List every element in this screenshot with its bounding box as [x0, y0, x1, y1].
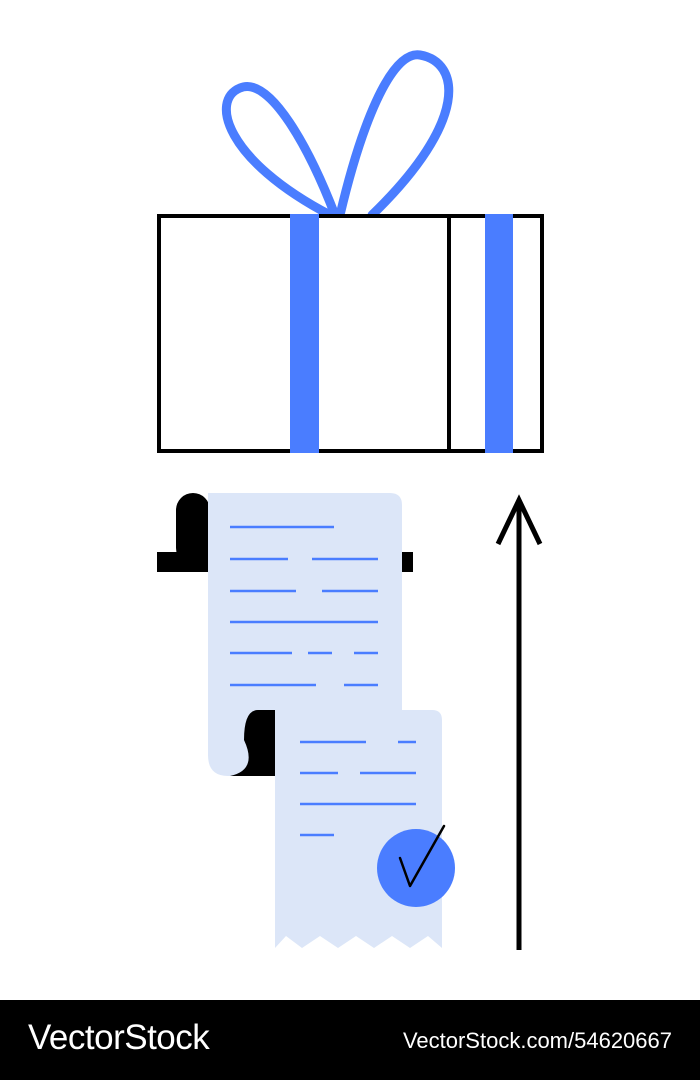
receipt-upper-lines: [230, 525, 378, 687]
brand-logo-text: VectorStock: [28, 1018, 210, 1057]
gift-ribbon-front: [290, 214, 319, 453]
check-badge-icon: [377, 824, 455, 907]
up-arrow-icon: [495, 494, 543, 950]
gift-box-outline: [157, 214, 544, 453]
watermark-footer: VectorStock VectorStock.com/54620667: [0, 1000, 700, 1080]
receipt-lower-sheet: [275, 710, 442, 948]
receipt-fold-curl: [230, 710, 275, 776]
image-credit: VectorStock.com/54620667: [402, 1028, 672, 1053]
gift-box-icon: [157, 50, 544, 453]
receipt-upper-sheet: [208, 493, 402, 776]
illustration: [157, 50, 544, 950]
receipt-icon: [157, 493, 455, 948]
gift-ribbon-side: [485, 214, 513, 453]
gift-bow: [221, 50, 454, 220]
receipt-lower-lines: [300, 740, 416, 837]
receipt-roll-top: [176, 493, 210, 565]
